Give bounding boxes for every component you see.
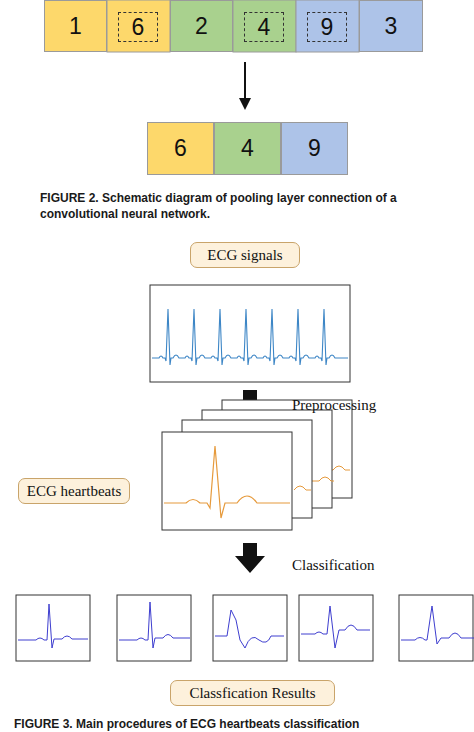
step-label: Classification [292, 557, 375, 574]
result-frame [16, 595, 90, 661]
result-frame [117, 595, 191, 661]
value-number: 3 [385, 13, 398, 40]
max-value-box: 4 [244, 12, 284, 42]
arrow-head [239, 98, 251, 110]
beat-trace [164, 446, 290, 518]
input-cell: 1 [44, 0, 107, 52]
value-number: 4 [258, 14, 271, 41]
result-trace [401, 606, 474, 644]
value-number: 4 [241, 135, 254, 162]
big-arrow [235, 543, 265, 573]
down-arrow [244, 62, 246, 100]
max-value-box: 9 [307, 12, 347, 42]
value-number: 9 [308, 135, 321, 162]
value-number: 1 [69, 13, 82, 40]
result-frame [299, 595, 373, 661]
pool-cell [296, 0, 359, 52]
step-label: Preprocessing [292, 397, 376, 414]
stage-label: ECG heartbeats [27, 483, 122, 500]
result-trace [119, 602, 190, 648]
stage-label: ECG signals [207, 247, 282, 264]
value-number: 6 [174, 135, 187, 162]
pool-cell [233, 0, 296, 52]
stage-label-box: ECG heartbeats [18, 478, 130, 504]
stage-label-box: ECG signals [190, 242, 300, 268]
result-trace [215, 610, 284, 648]
figure-caption: FIGURE 2. Schematic diagram of pooling l… [40, 190, 440, 222]
figure-caption: FIGURE 3. Main procedures of ECG heartbe… [14, 716, 470, 732]
result-trace [18, 604, 88, 648]
pool-cell [107, 0, 170, 52]
pooled-cell: 4 [214, 122, 281, 175]
beat-frame [162, 432, 292, 530]
value-number: 9 [321, 14, 334, 41]
value-number: 6 [132, 14, 145, 41]
input-cell: 2 [170, 0, 233, 52]
max-value-box: 6 [118, 12, 158, 42]
result-frame [213, 595, 287, 661]
beat-trace [294, 486, 311, 490]
input-cell: 3 [359, 0, 423, 52]
stage-label: Classfication Results [189, 685, 315, 702]
ecg-frame [150, 285, 350, 382]
pooled-cell: 6 [147, 122, 214, 175]
value-number: 2 [195, 13, 208, 40]
ecg-trace [152, 309, 348, 365]
result-frame [399, 595, 473, 661]
stage-label-box: Classfication Results [170, 680, 335, 706]
result-trace [301, 606, 370, 648]
pooled-cell: 9 [281, 122, 348, 175]
